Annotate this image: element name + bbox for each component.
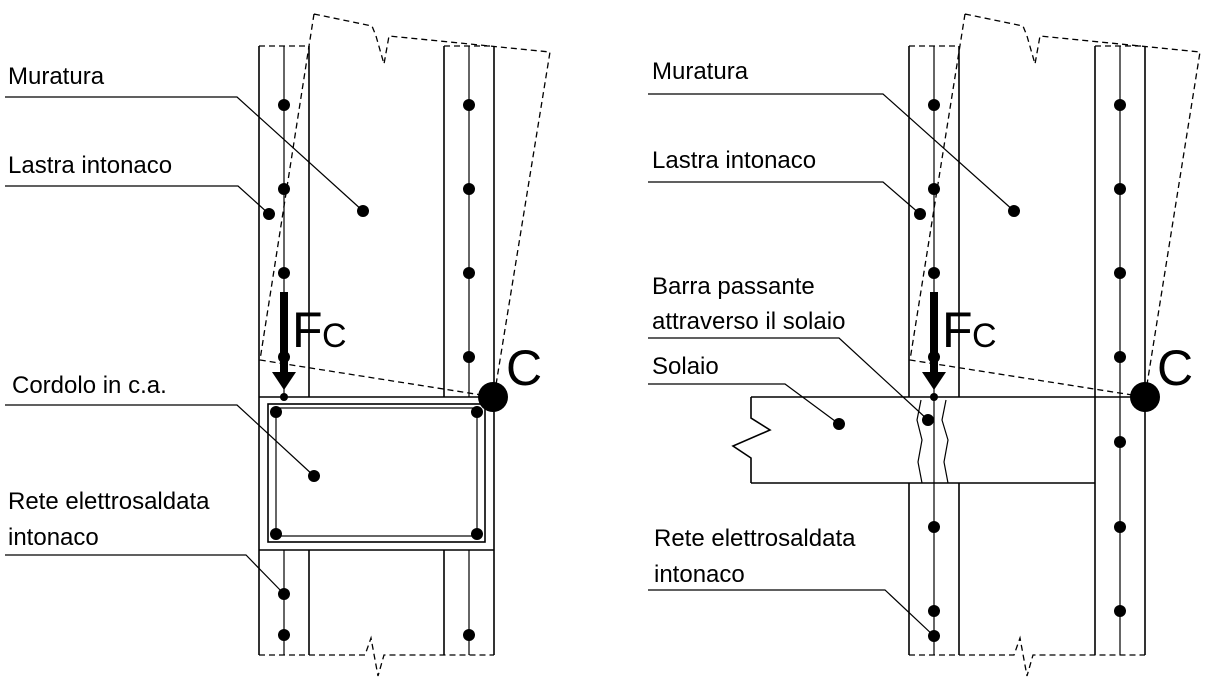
right-wall-lower — [908, 397, 1146, 677]
left-force-label: F — [292, 302, 323, 358]
right-label-solaio: Solaio — [652, 353, 719, 380]
right-leaders — [648, 93, 1020, 637]
left-force-subscript: C — [322, 317, 347, 355]
left-label-rete-1: Rete elettrosaldata — [8, 488, 210, 515]
right-label-muratura: Muratura — [652, 58, 749, 85]
right-pivot-point — [1130, 382, 1160, 412]
left-detail — [5, 13, 551, 677]
left-pivot-label: C — [506, 340, 542, 396]
right-solaio — [731, 396, 1145, 484]
right-label-rete-2: intonaco — [654, 561, 745, 588]
right-detail — [648, 13, 1201, 677]
right-rotated-wall — [909, 13, 1201, 398]
left-label-cordolo: Cordolo in c.a. — [12, 372, 167, 399]
left-cordolo — [258, 396, 495, 551]
left-label-muratura: Muratura — [8, 63, 105, 90]
left-force-arrow — [272, 292, 296, 390]
right-rebar-dots — [922, 99, 1126, 642]
right-label-lastra: Lastra intonaco — [652, 147, 816, 174]
right-label-rete-1: Rete elettrosaldata — [654, 525, 856, 552]
right-force-arrow — [922, 292, 946, 390]
left-rebar-dots — [270, 99, 483, 641]
left-label-lastra: Lastra intonaco — [8, 152, 172, 179]
left-label-rete-2: intonaco — [8, 524, 99, 551]
right-force-label: F — [942, 302, 973, 358]
right-label-barra-2: attraverso il solaio — [652, 308, 845, 335]
right-pivot-label: C — [1157, 340, 1193, 396]
right-force-subscript: C — [972, 317, 997, 355]
left-pivot-point — [478, 382, 508, 412]
left-wall-lower — [258, 550, 495, 677]
right-label-barra-1: Barra passante — [652, 273, 815, 300]
left-rotated-wall — [259, 13, 551, 398]
left-leaders — [5, 96, 369, 595]
